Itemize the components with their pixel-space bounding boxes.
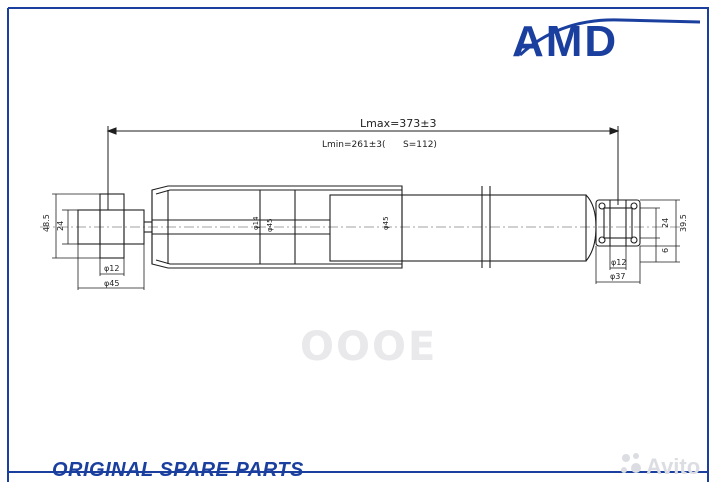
avito-logo-icon	[621, 453, 641, 473]
right-eye-width-label: φ37	[610, 272, 625, 281]
right-eye-height-label: 39.5	[679, 214, 688, 232]
rod-diameter-label: φ14	[252, 216, 260, 230]
amd-logo: AMD	[512, 17, 701, 66]
right-eye	[595, 199, 641, 247]
rod-guide-diameter-label: φ45	[266, 218, 274, 232]
footer-tagline: ORIGINAL SPARE PARTS	[52, 459, 304, 481]
right-eye-gap-label: 6	[661, 248, 670, 253]
body-diameter-label: φ45	[382, 216, 390, 230]
left-eye-dims	[52, 193, 145, 290]
right-eye-inner-height-label: 24	[661, 218, 670, 228]
left-eye-outer-height-label: 48.5	[42, 214, 51, 232]
dust-cover	[151, 185, 403, 269]
left-eye-width-label: φ45	[104, 279, 119, 288]
avito-text: Avito	[646, 454, 700, 479]
right-bolt-diameter-label: φ12	[611, 258, 626, 267]
logo-text: AMD	[512, 17, 618, 66]
lmax-dimension	[106, 126, 620, 210]
drawing-frame	[7, 7, 709, 482]
lmin-label: Lmin=261±3(	[322, 140, 385, 150]
watermark-text: ОООЕ	[300, 324, 437, 370]
left-eye	[77, 193, 152, 259]
left-eye-inner-height-label: 24	[56, 221, 65, 231]
stroke-label: S=112)	[403, 140, 437, 150]
main-body	[329, 186, 597, 268]
avito-watermark: Avito	[621, 453, 700, 479]
piston-rod	[152, 219, 330, 235]
lmax-label: Lmax=373±3	[360, 117, 437, 130]
logo-swoosh	[518, 18, 701, 57]
right-eye-dims	[595, 199, 680, 284]
left-bolt-diameter-label: φ12	[104, 264, 119, 273]
